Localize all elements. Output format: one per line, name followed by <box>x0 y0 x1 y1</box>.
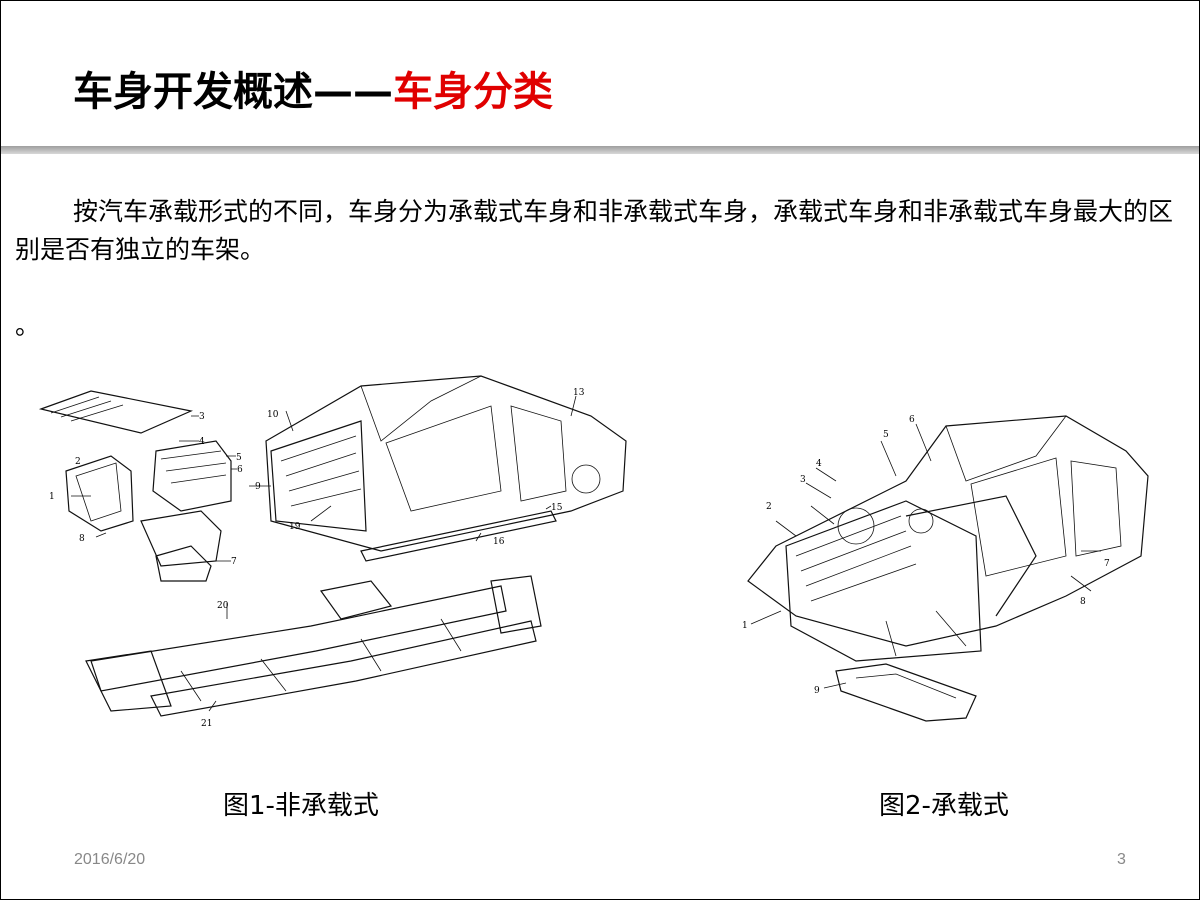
f1-label-1: 1 <box>49 492 55 502</box>
f2-label-5: 5 <box>883 430 889 440</box>
f2-label-2: 2 <box>766 502 772 512</box>
f1-label-15: 15 <box>551 503 563 513</box>
f1-label-21: 21 <box>201 719 212 729</box>
f2-label-9: 9 <box>814 686 820 696</box>
f2-label-3: 3 <box>800 475 806 485</box>
f2-label-1: 1 <box>742 621 748 631</box>
figure2-callouts: 4 3 2 5 6 7 8 1 9 <box>742 415 1110 696</box>
figure1-caption: 图1-非承载式 <box>223 791 379 821</box>
title-accent: 车身分类 <box>393 69 553 115</box>
f1-label-6: 6 <box>237 465 243 475</box>
figure1-callouts: 3 4 5 6 7 2 1 8 9 10 13 15 16 19 20 21 <box>49 388 585 729</box>
f1-label-10: 10 <box>267 410 279 420</box>
f1-label-7: 7 <box>231 557 237 567</box>
page-number: 3 <box>1117 851 1126 868</box>
stray-punctuation: 。 <box>15 311 41 340</box>
f2-label-8: 8 <box>1080 597 1086 607</box>
crossmember-drawing <box>835 663 977 722</box>
f1-label-13: 13 <box>573 388 585 398</box>
f1-label-2: 2 <box>75 457 81 467</box>
title-main: 车身开发概述—— <box>73 69 393 115</box>
f1-label-5: 5 <box>236 453 242 463</box>
f2-label-7: 7 <box>1104 559 1110 569</box>
f1-label-3: 3 <box>199 412 205 422</box>
f1-label-8: 8 <box>79 534 85 544</box>
figure-unibody: 4 3 2 5 6 7 8 1 9 <box>736 406 1156 736</box>
body-paragraph: 按汽车承载形式的不同，车身分为承载式车身和非承载式车身，承载式车身和非承载式车身… <box>15 197 1174 264</box>
title-divider <box>1 146 1199 154</box>
f1-label-9: 9 <box>255 482 261 492</box>
hood-panel-drawing <box>38 390 193 434</box>
figure-non-unibody: 3 4 5 6 7 2 1 8 9 10 13 15 16 19 20 21 <box>31 361 641 741</box>
footer-date: 2016/6/20 <box>74 851 146 868</box>
body-shell-drawing <box>265 375 627 562</box>
frame-chassis-drawing <box>85 575 542 717</box>
unibody-shell-drawing <box>747 415 1149 662</box>
slide-title: 车身开发概述——车身分类 <box>73 59 553 117</box>
f2-label-6: 6 <box>909 415 915 425</box>
f2-label-4: 4 <box>816 459 822 469</box>
f1-label-20: 20 <box>217 601 229 611</box>
f1-label-19: 19 <box>289 522 301 532</box>
figure2-caption: 图2-承载式 <box>879 791 1009 821</box>
front-panels-drawing <box>65 440 232 582</box>
f1-label-4: 4 <box>199 437 205 447</box>
f1-label-16: 16 <box>493 537 505 547</box>
